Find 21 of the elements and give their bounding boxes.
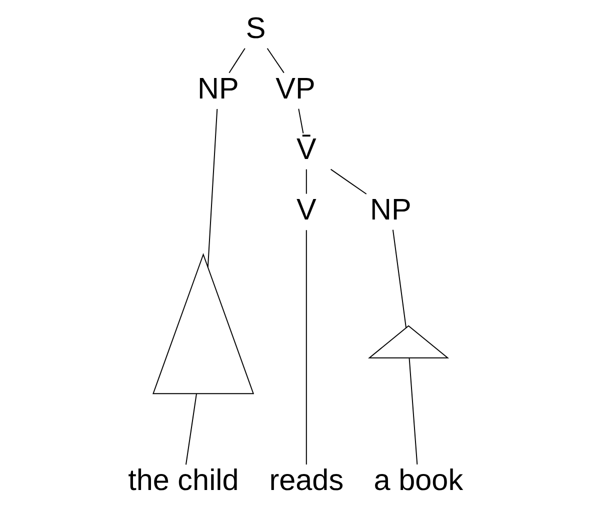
node-text: reads bbox=[268, 464, 344, 498]
connector bbox=[266, 48, 284, 74]
node-text: NP bbox=[197, 72, 238, 106]
node-text: S bbox=[245, 12, 266, 45]
connector bbox=[408, 358, 418, 465]
node-text: the child bbox=[128, 464, 238, 498]
node-text: VP bbox=[275, 72, 315, 106]
node-text: V bbox=[296, 193, 316, 226]
node-triangle bbox=[367, 325, 449, 358]
connector bbox=[298, 108, 304, 134]
node-text: a book bbox=[373, 464, 463, 498]
connector bbox=[330, 168, 366, 194]
connector bbox=[206, 108, 218, 268]
connector bbox=[305, 168, 306, 194]
connector bbox=[305, 230, 306, 465]
connector bbox=[228, 48, 245, 74]
connector bbox=[392, 229, 406, 328]
node-text: V̄ bbox=[296, 132, 316, 166]
node-triangle bbox=[152, 253, 254, 394]
connector bbox=[184, 393, 196, 466]
node-text: NP bbox=[370, 193, 411, 226]
